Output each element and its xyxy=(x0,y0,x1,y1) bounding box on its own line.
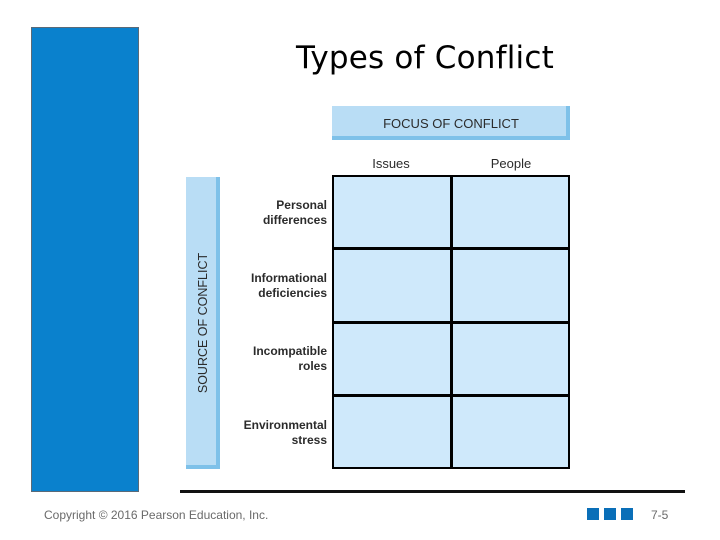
footer-square-icon xyxy=(621,508,633,520)
matrix-cell xyxy=(334,396,450,467)
source-of-conflict-label: SOURCE OF CONFLICT xyxy=(196,252,210,394)
footer-divider xyxy=(180,490,685,493)
matrix-cell xyxy=(452,396,568,467)
decorative-side-bar xyxy=(31,27,139,492)
footer-square-icon xyxy=(587,508,599,520)
row-label-incompatible-roles: Incompatible roles xyxy=(217,344,327,374)
row-label-line: differences xyxy=(262,213,327,227)
matrix-cell xyxy=(334,250,450,321)
column-header-people: People xyxy=(490,156,532,171)
column-header-issues: Issues xyxy=(372,156,410,171)
matrix-cell xyxy=(452,323,568,394)
row-label-environmental-stress: Environmental stress xyxy=(217,418,327,448)
matrix-cell xyxy=(452,250,568,321)
row-label-personal-differences: Personal differences xyxy=(217,198,327,228)
copyright-text: Copyright © 2016 Pearson Education, Inc. xyxy=(44,508,269,522)
row-label-line: Incompatible xyxy=(252,344,327,358)
conflict-matrix-grid xyxy=(332,175,570,469)
matrix-cell xyxy=(334,323,450,394)
source-of-conflict-header xyxy=(186,177,220,469)
row-label-line: stress xyxy=(291,433,327,447)
row-label-line: Environmental xyxy=(243,418,327,432)
row-label-line: deficiencies xyxy=(258,286,327,300)
slide-title: Types of Conflict xyxy=(296,40,554,76)
row-label-line: Informational xyxy=(250,271,327,285)
footer-square-icon xyxy=(604,508,616,520)
page-number: 7-5 xyxy=(651,508,669,522)
row-label-informational-deficiencies: Informational deficiencies xyxy=(217,271,327,301)
matrix-cell xyxy=(334,177,450,248)
matrix-cell xyxy=(452,177,568,248)
row-label-line: roles xyxy=(298,359,327,373)
row-label-line: Personal xyxy=(276,198,327,212)
focus-of-conflict-header: FOCUS OF CONFLICT xyxy=(332,106,570,140)
